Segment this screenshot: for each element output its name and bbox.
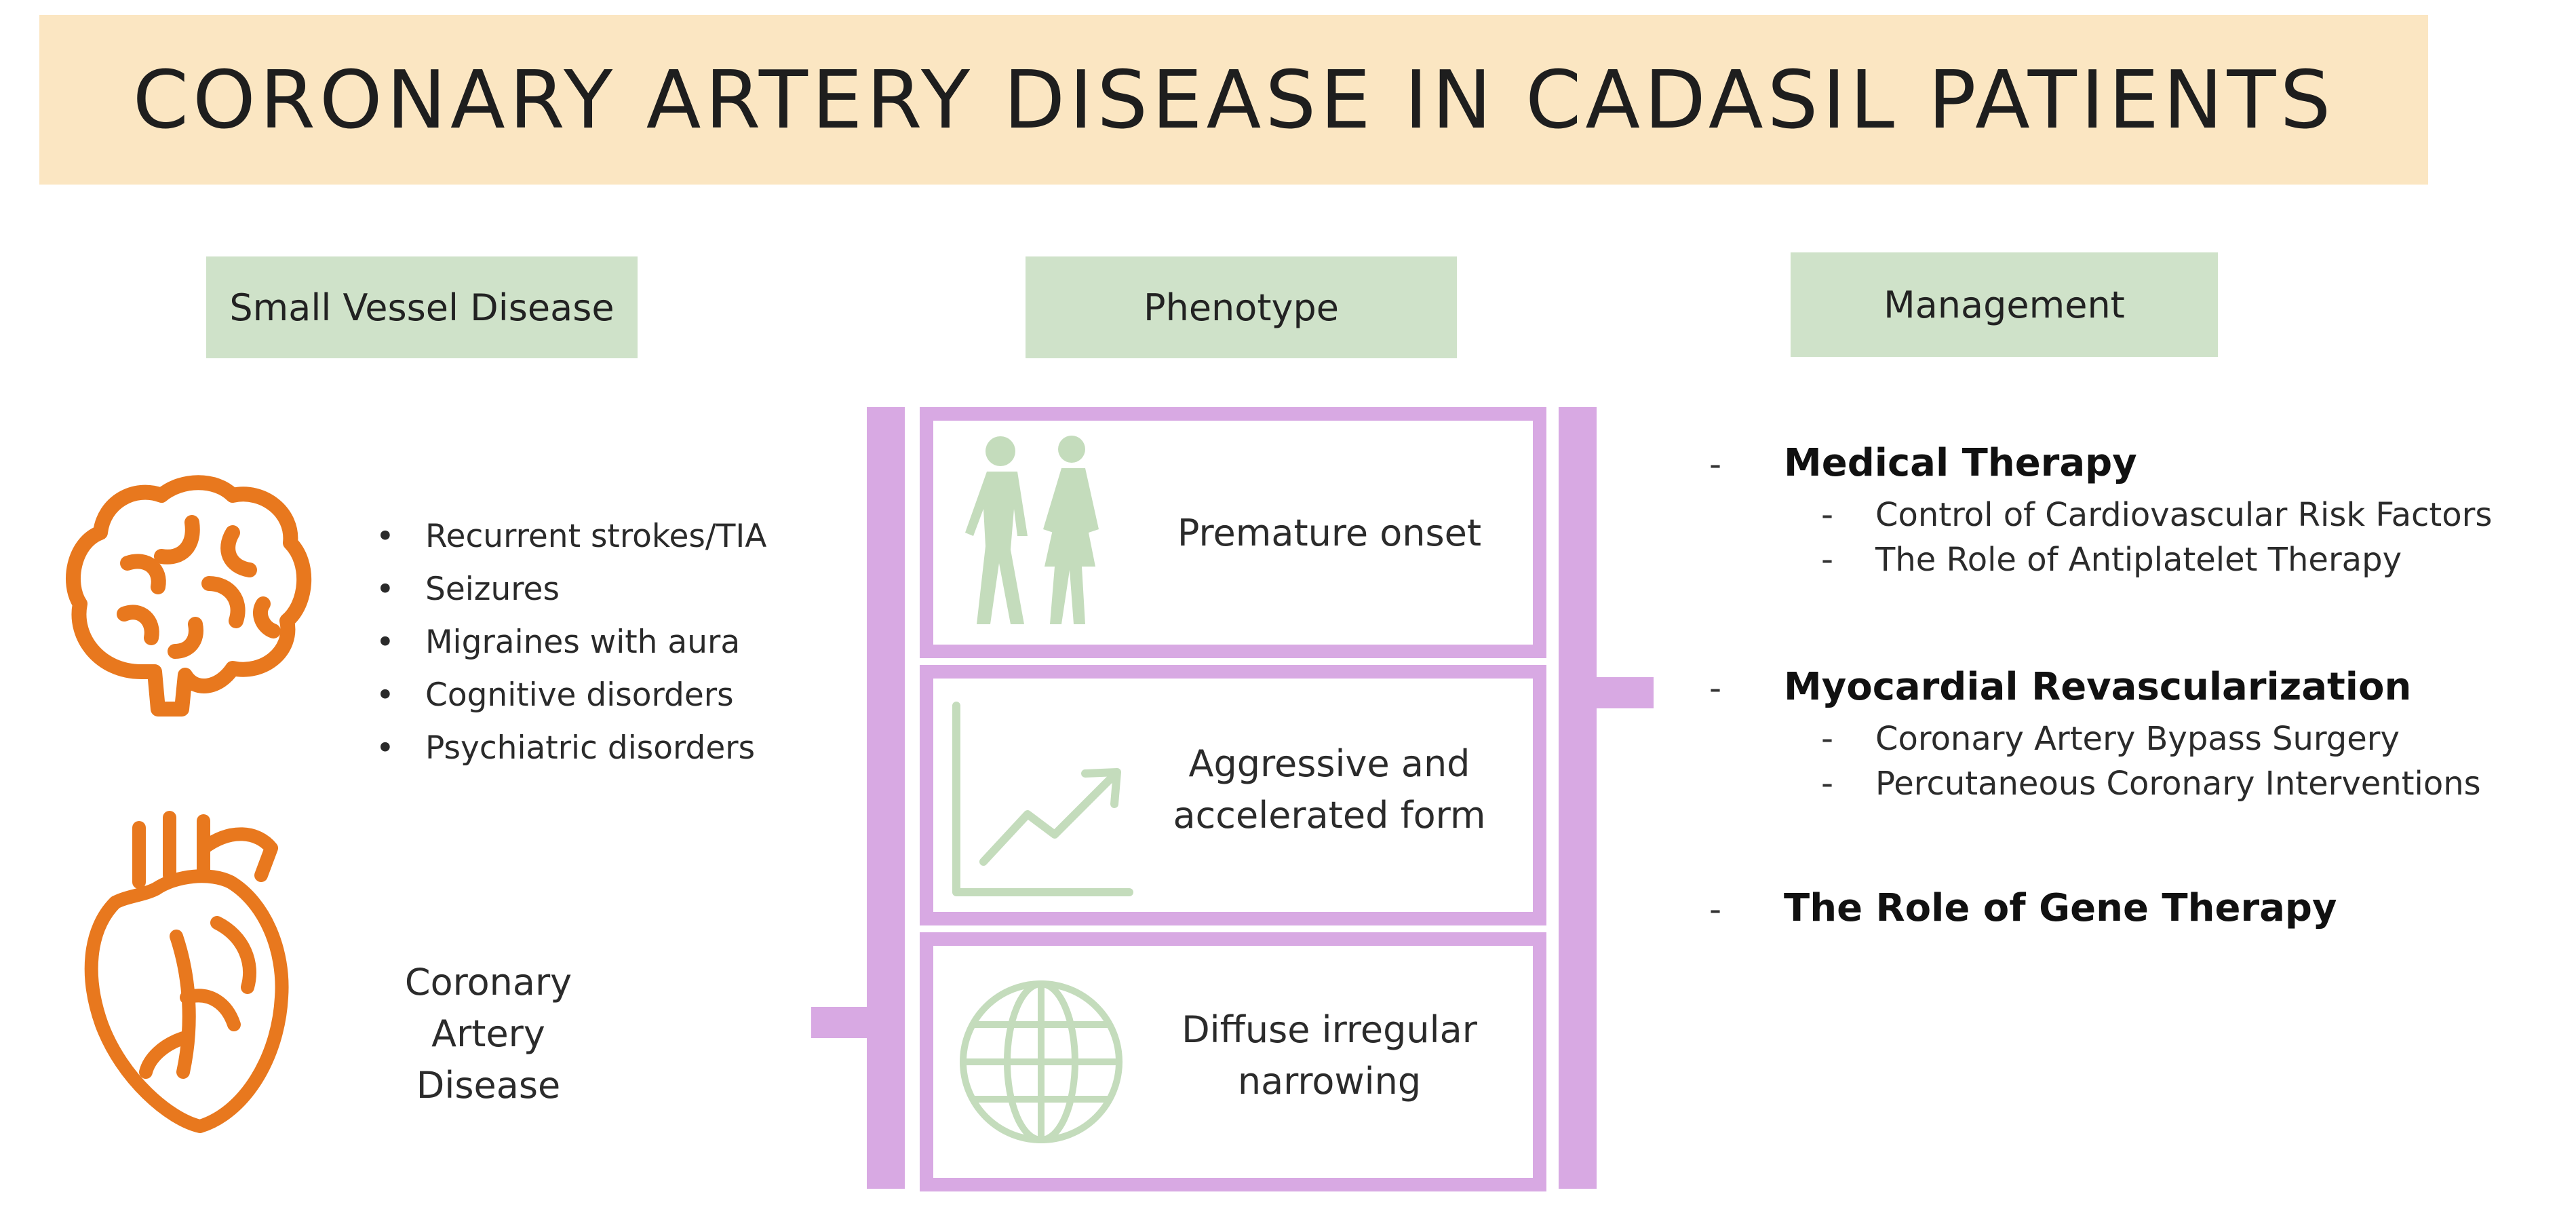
label-phenotype: Phenotype — [1026, 256, 1457, 358]
phenotype-box3-line2: narrowing — [1237, 1060, 1422, 1103]
mgmt-item: Control of Cardiovascular Risk Factors — [1875, 496, 2493, 534]
symptom-list: • Recurrent strokes/TIA • Seizures • Migrai… — [368, 510, 766, 775]
dash-glyph: - — [1709, 890, 1722, 929]
walking-people-icon — [965, 436, 1099, 624]
bullet-glyph: • — [376, 729, 395, 767]
bracket-right-connector — [1595, 677, 1654, 708]
coronary-artery-disease-label: Coronary Artery Disease — [353, 957, 624, 1111]
phenotype-box2-line1: Aggressive and — [1188, 742, 1470, 785]
list-item-text: Cognitive disorders — [425, 676, 734, 714]
mgmt-item: The Role of Antiplatelet Therapy — [1875, 541, 2402, 579]
phenotype-box1-text: Premature onset — [1139, 508, 1519, 559]
dash-glyph: - — [1709, 668, 1722, 708]
heart-icon — [84, 811, 289, 1133]
bullet-glyph: • — [376, 571, 395, 608]
brain-icon — [66, 475, 311, 717]
bracket-left-bar — [867, 407, 905, 1189]
list-item: • Cognitive disorders — [368, 669, 766, 722]
label-small-vessel-disease-text: Small Vessel Disease — [229, 286, 614, 329]
phenotype-box-aggressive-form — [920, 665, 1546, 925]
globe-icon — [960, 980, 1123, 1143]
phenotype-box-diffuse-narrowing — [920, 932, 1546, 1191]
label-management: Management — [1791, 252, 2218, 357]
phenotype-box2-text: Aggressive and accelerated form — [1139, 738, 1519, 841]
title-banner: CORONARY ARTERY DISEASE IN CADASIL PATIE… — [39, 15, 2428, 185]
dash-glyph: - — [1821, 539, 1834, 579]
mgmt-item: Coronary Artery Bypass Surgery — [1875, 720, 2400, 758]
list-item-text: Seizures — [425, 571, 560, 608]
phenotype-box3-text: Diffuse irregular narrowing — [1139, 1004, 1519, 1107]
management-group-revascularization: - Myocardial Revascularization - Coronar… — [1709, 665, 2564, 803]
mgmt-heading: Myocardial Revascularization — [1784, 665, 2412, 709]
dash-glyph: - — [1709, 444, 1722, 484]
management-group-medical-therapy: - Medical Therapy - Control of Cardiovas… — [1709, 441, 2564, 579]
trend-chart-icon — [952, 702, 1133, 896]
dash-glyph: - — [1821, 763, 1834, 803]
list-item: • Migraines with aura — [368, 616, 766, 669]
cad-line2: Disease — [416, 1064, 561, 1107]
bracket-left-connector — [811, 1007, 868, 1038]
phenotype-box2-line2: accelerated form — [1173, 794, 1486, 837]
management-group-gene-therapy: - The Role of Gene Therapy — [1709, 886, 2564, 930]
label-small-vessel-disease: Small Vessel Disease — [206, 256, 638, 358]
dash-glyph: - — [1821, 719, 1834, 758]
list-item-text: Migraines with aura — [425, 624, 741, 661]
label-phenotype-text: Phenotype — [1144, 286, 1339, 329]
phenotype-box3-line1: Diffuse irregular — [1182, 1008, 1477, 1051]
label-management-text: Management — [1884, 283, 2125, 326]
cad-line1: Coronary Artery — [404, 961, 572, 1055]
bullet-glyph: • — [376, 518, 395, 555]
list-item-text: Psychiatric disorders — [425, 729, 756, 767]
phenotype-box1-line1: Premature onset — [1177, 512, 1482, 554]
bullet-glyph: • — [376, 624, 395, 661]
mgmt-item: Percutaneous Coronary Interventions — [1875, 765, 2481, 803]
list-item: • Seizures — [368, 563, 766, 616]
page-title: CORONARY ARTERY DISEASE IN CADASIL PATIE… — [132, 53, 2335, 147]
dash-glyph: - — [1821, 495, 1834, 534]
bullet-glyph: • — [376, 676, 395, 714]
bracket-right-bar — [1559, 407, 1597, 1189]
list-item-text: Recurrent strokes/TIA — [425, 518, 767, 555]
mgmt-heading: Medical Therapy — [1784, 441, 2137, 485]
list-item: • Recurrent strokes/TIA — [368, 510, 766, 563]
mgmt-heading: The Role of Gene Therapy — [1784, 886, 2337, 930]
list-item: • Psychiatric disorders — [368, 722, 766, 775]
